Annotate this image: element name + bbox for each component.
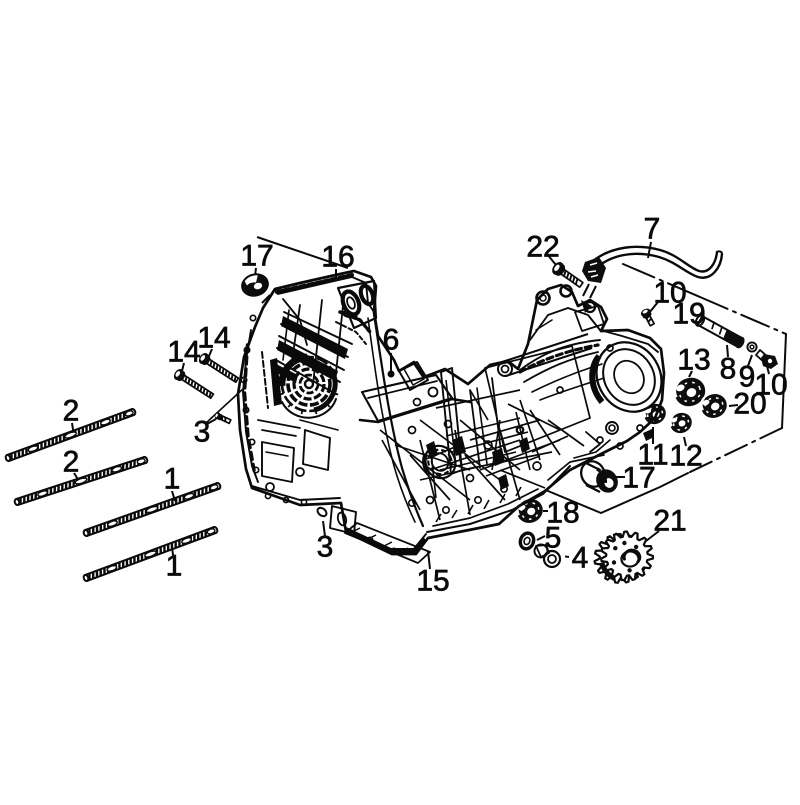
svg-text:16: 16 [321,241,354,274]
svg-text:20: 20 [733,388,766,421]
svg-text:22: 22 [526,231,559,264]
svg-text:17: 17 [240,240,273,273]
svg-text:15: 15 [416,565,449,598]
svg-text:17: 17 [622,462,655,495]
svg-text:1: 1 [164,463,181,496]
svg-text:2: 2 [63,395,80,428]
svg-text:1: 1 [166,550,183,583]
svg-text:7: 7 [644,213,661,246]
svg-text:8: 8 [720,353,737,386]
svg-text:14: 14 [197,322,230,355]
svg-text:13: 13 [677,344,710,377]
svg-text:2: 2 [63,446,80,479]
svg-text:6: 6 [383,324,400,357]
svg-text:4: 4 [572,542,589,575]
